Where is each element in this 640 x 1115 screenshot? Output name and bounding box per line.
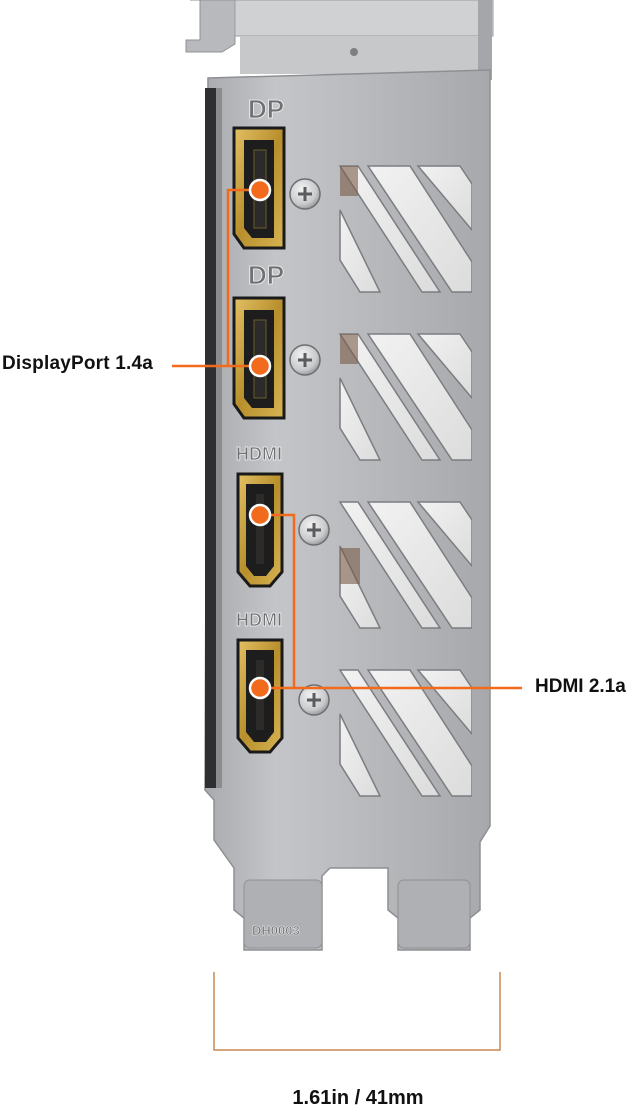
vent-slot-icon — [338, 165, 472, 293]
width-dimension-label: 1.61in / 41mm — [292, 1087, 424, 1109]
port-label-dp-1: DP — [248, 94, 284, 124]
bracket-stamp: DH0003 — [252, 923, 300, 938]
screw-icon — [289, 178, 321, 210]
callout-dots — [248, 178, 272, 700]
hdmi-callout-label: HDMI 2.1a — [535, 676, 626, 697]
screw-icon — [289, 344, 321, 376]
bracket-top-tab — [185, 0, 494, 80]
screw-icon — [298, 514, 330, 546]
screw-icon — [298, 684, 330, 716]
vent-slot-icon — [338, 669, 472, 797]
displayport-callout-label: DisplayPort 1.4a — [2, 353, 154, 374]
port-label-dp-2: DP — [248, 260, 284, 290]
hdmi-callout-lines — [260, 513, 522, 690]
port-label-hdmi-1: HDMI — [236, 444, 282, 464]
width-dimension-bracket — [213, 972, 501, 1051]
hdmi-port-1 — [236, 472, 284, 588]
vent-slot-icon — [338, 333, 472, 461]
port-label-hdmi-2: HDMI — [236, 610, 282, 630]
vent-slot-icon — [338, 501, 472, 629]
